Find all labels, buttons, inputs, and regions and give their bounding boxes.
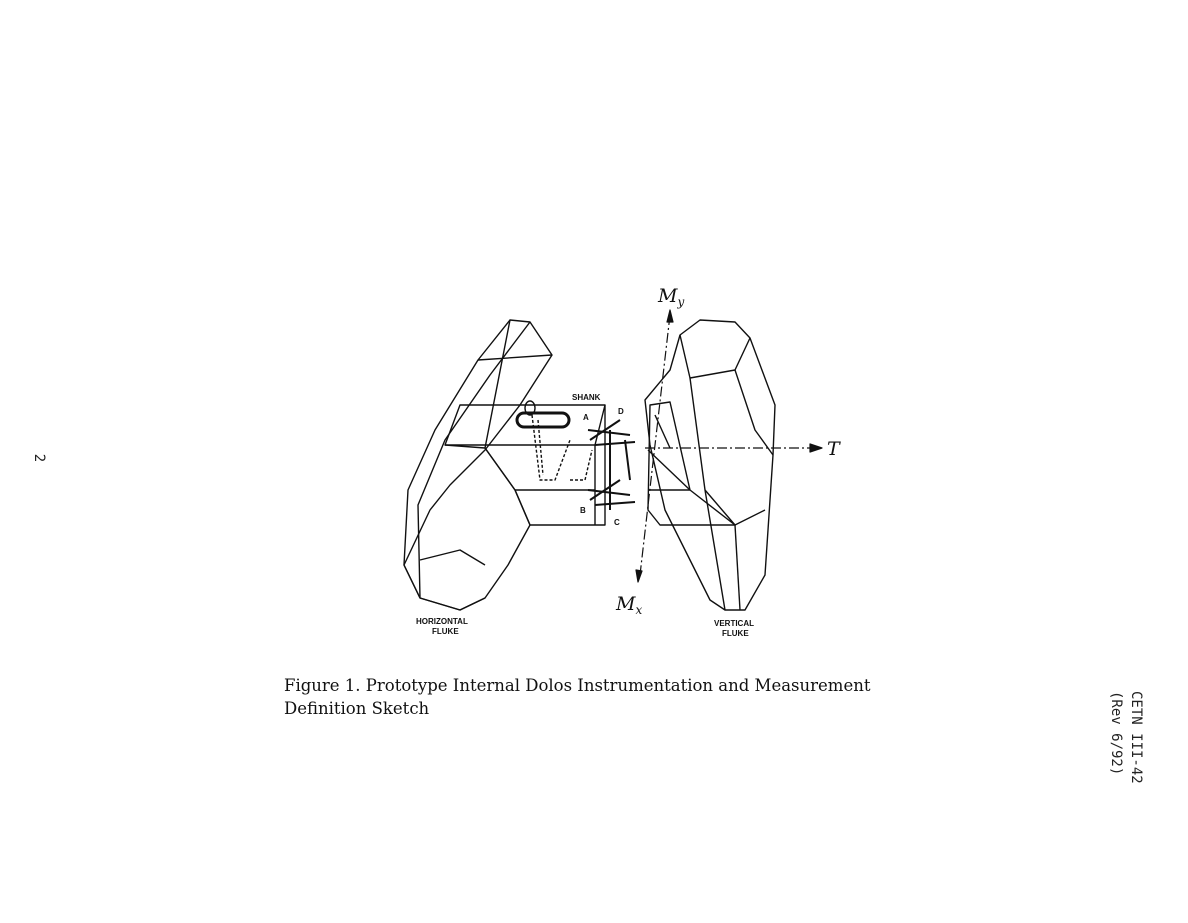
axes <box>635 309 823 583</box>
horizontal-fluke <box>403 319 553 611</box>
shank-label: SHANK <box>572 393 601 402</box>
sensor-label-c: C <box>614 518 620 527</box>
sensor-label-b: B <box>580 506 586 515</box>
dolos-figure: SHANK A D B C HORIZONTAL FLUKE VERTICAL … <box>403 285 841 638</box>
t-axis-label: T <box>827 438 841 460</box>
vertical-stem <box>647 401 736 526</box>
sensor-label-a: A <box>583 413 589 422</box>
horizontal-fluke-label: HORIZONTAL FLUKE <box>416 617 470 636</box>
mx-axis-label: Mx <box>615 593 642 617</box>
sensor-label-d: D <box>618 407 624 416</box>
side-note: CETN III-42 (Rev 6/92) <box>1104 691 1146 821</box>
vertical-fluke-label: VERTICAL FLUKE <box>714 619 756 638</box>
side-note-line-1: CETN III-42 <box>1128 691 1144 784</box>
shank <box>444 400 606 526</box>
my-axis-label: My <box>657 285 684 309</box>
figure-caption: Figure 1. Prototype Internal Dolos Instr… <box>284 676 871 718</box>
side-note-line-2: (Rev 6/92) <box>1108 691 1124 776</box>
sensors <box>587 419 636 510</box>
page-number: 2 <box>31 453 47 463</box>
